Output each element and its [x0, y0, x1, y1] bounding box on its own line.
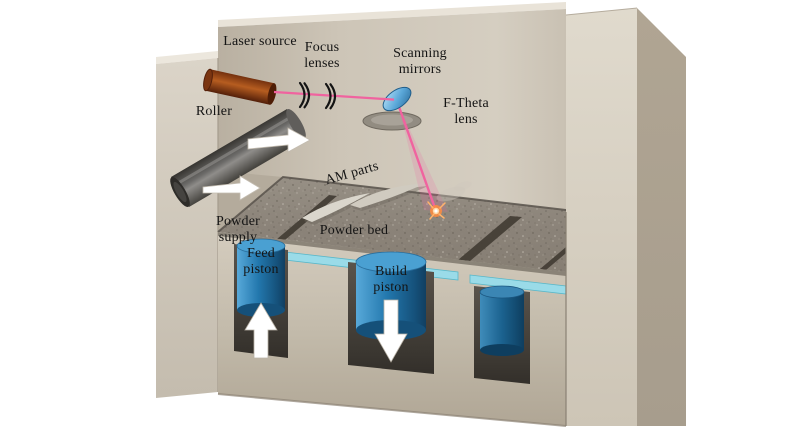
beam-scan-cone [398, 104, 448, 212]
feed-up-arrow-icon [244, 302, 278, 359]
deck-wall-junction [217, 175, 601, 233]
am-part-2 [350, 183, 426, 208]
back-wall-top-edge [218, 2, 566, 27]
scanning-mirror-shape [382, 86, 412, 112]
left-wall [156, 58, 218, 398]
melt-smoke-2 [454, 181, 472, 191]
focus-lens-1b [303, 82, 311, 109]
am-part-shadow-2 [352, 186, 428, 211]
right-wall-front [566, 8, 637, 426]
melt-sparks-icon [427, 201, 446, 220]
laser-source-shape [203, 68, 277, 105]
roller-arrow-upper-icon [247, 127, 311, 153]
roller-highlight [174, 115, 293, 186]
melt-pool-center [434, 209, 438, 213]
build-down-arrow-icon [374, 299, 408, 363]
laser-beam-down [396, 103, 448, 220]
laser-left-cap [203, 68, 213, 92]
powder-deck [217, 175, 665, 277]
beam-down-line [396, 103, 438, 212]
right-wall-top-edge [565, 7, 638, 16]
roller-arrow-lower-icon [202, 175, 261, 201]
roller-end-cap-inner [173, 181, 187, 203]
focus-lens-1 [298, 81, 306, 109]
melt-smoke [436, 186, 466, 202]
roller-cylinder [170, 109, 306, 207]
am-parts-shapes [302, 183, 428, 225]
roller-top-cap [286, 109, 306, 139]
right-wall [565, 7, 686, 426]
left-wall-top-edge [156, 51, 218, 64]
am-part-1 [302, 193, 370, 222]
focus-lens-2b [329, 83, 337, 110]
right-wall-side [637, 8, 686, 426]
deck-slot-build [458, 216, 522, 261]
f-theta-lens-shape [362, 111, 422, 131]
focus-lenses-shapes [298, 81, 337, 110]
laser-right-cap [267, 83, 277, 105]
focus-lens-2 [324, 82, 332, 110]
base-bottom-edge [217, 393, 567, 427]
right-piston-cylinder [479, 285, 525, 356]
